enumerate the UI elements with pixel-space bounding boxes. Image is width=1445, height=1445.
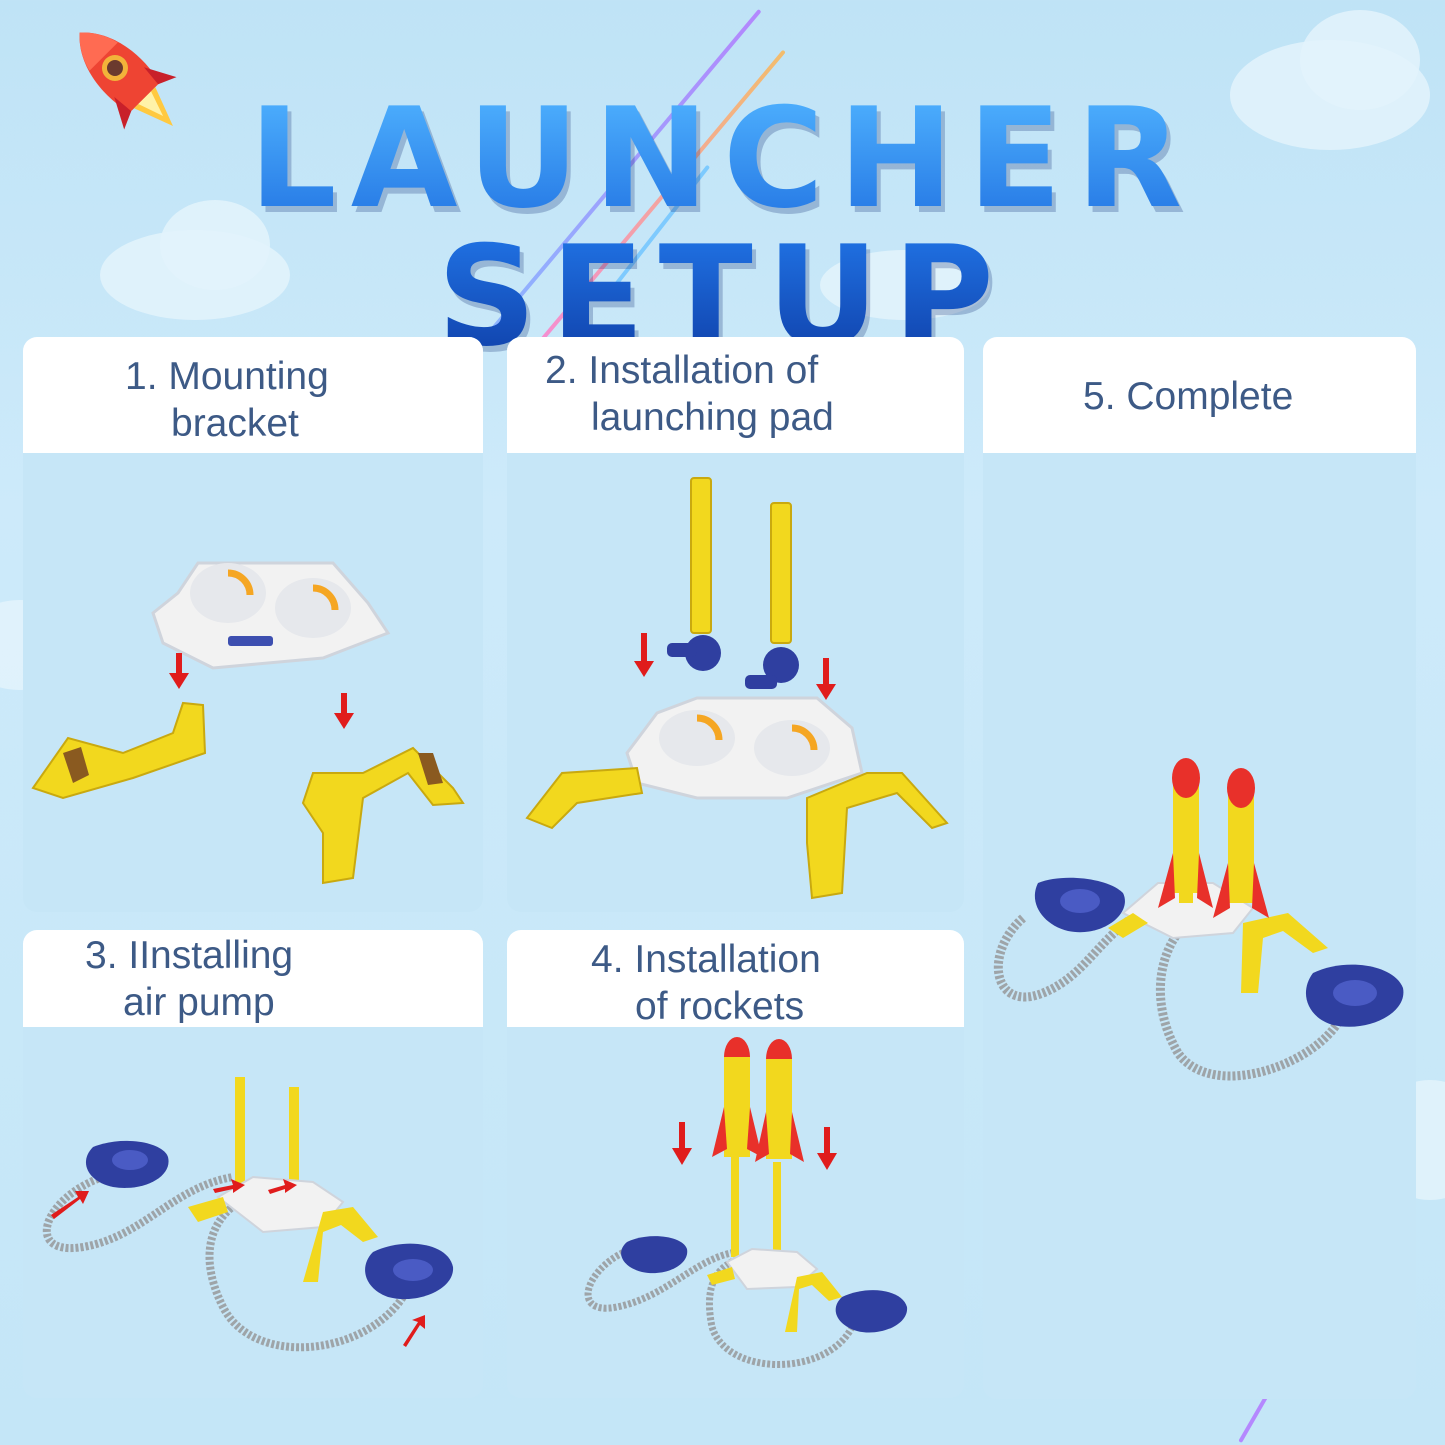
step-1-header: 1. Mounting bracket <box>23 337 483 453</box>
mounting-bracket-illustration <box>31 561 465 885</box>
launch-base-icon <box>1108 882 1328 993</box>
rocket-icon <box>1158 758 1269 918</box>
rocket-icon <box>79 32 177 130</box>
air-hose-icon <box>584 1243 856 1368</box>
rocket-icon <box>712 1037 804 1162</box>
step-4-panel: 4. Installation of rockets <box>507 930 964 1398</box>
red-arrow-icon <box>51 1179 425 1347</box>
down-arrow-icon <box>169 653 354 729</box>
page-title: LAUNCHER SETUP <box>0 90 1445 366</box>
bracket-leg-icon <box>525 766 949 900</box>
step-5-header: 5. Complete <box>983 337 1416 453</box>
step-1-title-line2: bracket <box>171 402 299 445</box>
launch-base-icon <box>188 1175 378 1282</box>
foot-pump-icon <box>1034 877 1404 1027</box>
rockets-installation-illustration <box>584 1037 908 1368</box>
foot-pump-icon <box>85 1140 454 1300</box>
launch-base-icon <box>707 1247 842 1332</box>
launching-pad-illustration <box>525 477 949 900</box>
down-arrow-icon <box>634 633 836 700</box>
launch-base-icon <box>151 561 391 670</box>
step-2-panel: 2. Installation of launching pad <box>507 337 964 912</box>
step-3-panel: 3. IInstalling air pump <box>23 930 483 1398</box>
step-4-header: 4. Installation of rockets <box>507 930 964 1028</box>
air-pump-illustration <box>42 1077 454 1352</box>
step-3-title-line1: 3. IInstalling <box>85 934 294 977</box>
step-3-title-line2: air pump <box>123 981 275 1024</box>
step-2-header: 2. Installation of launching pad <box>507 337 964 453</box>
step-4-title-line1: 4. Installation <box>591 938 821 981</box>
step-5-panel: 5. Complete <box>983 337 1416 1399</box>
down-arrow-icon <box>672 1122 837 1170</box>
launch-tube-icon <box>731 1157 781 1257</box>
step-2-title-line2: launching pad <box>591 396 834 439</box>
air-hose-icon <box>42 1173 407 1352</box>
launch-base-icon <box>625 696 864 800</box>
launch-tube-icon <box>235 1077 299 1187</box>
complete-setup-illustration <box>993 758 1404 1081</box>
launch-tube-icon <box>667 477 799 689</box>
step-5-title-line1: 5. Complete <box>1083 375 1294 418</box>
step-1-title-line1: 1. Mounting <box>125 355 329 398</box>
step-2-title-line1: 2. Installation of <box>545 349 819 392</box>
bracket-leg-icon <box>31 701 465 885</box>
step-4-title-line2: of rockets <box>635 985 805 1028</box>
step-3-header: 3. IInstalling air pump <box>23 930 483 1027</box>
foot-pump-icon <box>621 1236 908 1333</box>
step-1-panel: 1. Mounting bracket <box>23 337 483 912</box>
